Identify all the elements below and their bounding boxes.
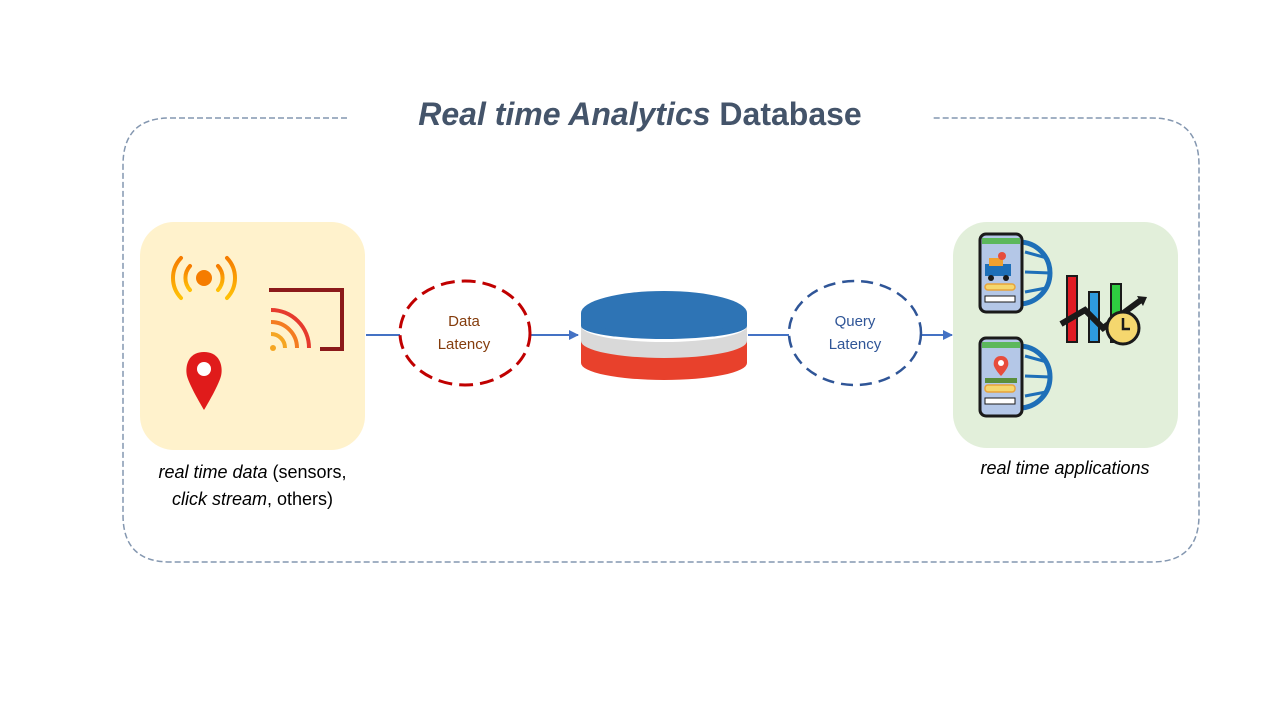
cast-signal-icon (269, 288, 344, 351)
query-latency-line1: Query (834, 313, 876, 330)
database-icon (581, 291, 747, 380)
title-regular: Database (710, 96, 862, 132)
frame-border (122, 117, 1200, 563)
source-caption-italic-2: click stream (171, 489, 267, 509)
data-latency-line2: Latency (437, 336, 491, 353)
source-icons (171, 256, 344, 410)
source-caption: real time data (sensors, click stream, o… (130, 459, 375, 513)
source-caption-italic-1: real time data (158, 462, 268, 482)
broadcast-icon (171, 256, 237, 300)
source-caption-text-2: , others) (266, 489, 334, 509)
mobile-delivery-icon (978, 232, 1053, 314)
application-icons (978, 232, 1147, 418)
location-pin-icon (186, 352, 222, 410)
applications-panel (953, 222, 1178, 448)
data-latency-label: Data Latency (412, 310, 516, 356)
query-latency-label: Query Latency (800, 310, 910, 356)
title-italic: Real time Analytics (418, 96, 711, 132)
analytics-chart-icon (1059, 275, 1147, 346)
data-latency-ellipse (398, 279, 532, 387)
page-title: Real time Analytics Database (0, 96, 1280, 133)
source-panel (140, 222, 365, 450)
query-latency-line2: Latency (828, 336, 882, 353)
data-latency-line1: Data (448, 313, 480, 330)
query-latency-ellipse (787, 279, 923, 387)
mobile-location-icon (978, 336, 1053, 418)
source-caption-text-1: (sensors, (267, 462, 347, 482)
applications-caption: real time applications (980, 458, 1150, 478)
